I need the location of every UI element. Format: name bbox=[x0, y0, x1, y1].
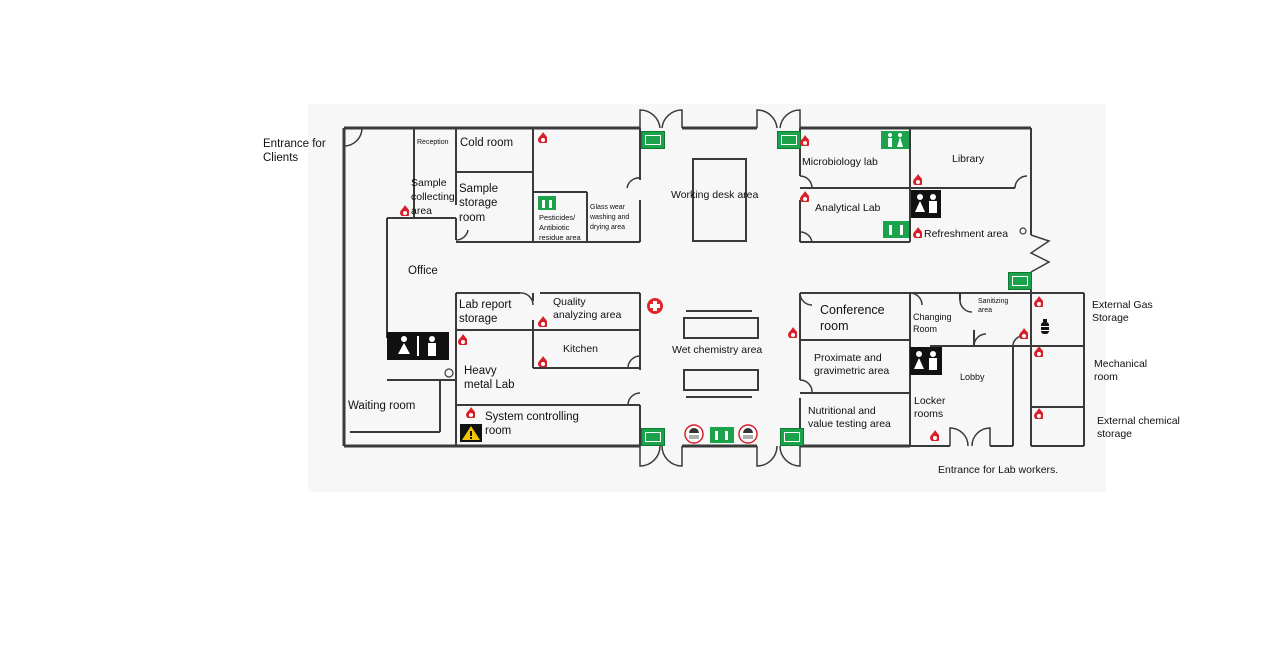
label-reception: Reception bbox=[417, 139, 449, 146]
label-sample-storage: Sample storage room bbox=[459, 183, 498, 224]
label-conference: Conference room bbox=[820, 303, 885, 333]
fire-extinguisher-icon bbox=[788, 327, 797, 338]
label-pesticides: Pesticides/ Antibiotic residue area bbox=[539, 213, 581, 243]
label-cold-room: Cold room bbox=[460, 137, 514, 149]
restroom-icon bbox=[710, 427, 734, 443]
emergency-exit-icon bbox=[1008, 272, 1032, 290]
fire-extinguisher-icon bbox=[913, 227, 922, 238]
fire-extinguisher-icon bbox=[458, 334, 467, 345]
label-wet-chemistry: Wet chemistry area bbox=[672, 344, 763, 356]
sink-fixture bbox=[1019, 227, 1027, 235]
fire-extinguisher-icon bbox=[466, 407, 475, 418]
fire-extinguisher-icon bbox=[800, 135, 809, 146]
fire-extinguisher-icon bbox=[538, 356, 547, 367]
label-external-chemical: External chemical storage bbox=[1097, 415, 1180, 441]
fire-extinguisher-icon bbox=[1034, 346, 1043, 357]
fire-extinguisher-icon bbox=[800, 191, 809, 202]
fire-extinguisher-icon bbox=[930, 430, 939, 441]
label-nutritional: Nutritional and value testing area bbox=[808, 405, 891, 431]
label-lab-report: Lab report storage bbox=[459, 299, 512, 326]
label-waiting: Waiting room bbox=[348, 400, 416, 412]
fire-extinguisher-icon bbox=[913, 174, 922, 185]
label-glass-wear: Glass wear washing and drying area bbox=[590, 204, 630, 232]
label-kitchen: Kitchen bbox=[563, 343, 599, 355]
door-swings bbox=[343, 109, 1051, 467]
label-working-desk: Working desk area bbox=[671, 189, 759, 201]
fire-extinguisher-icon bbox=[1034, 408, 1043, 419]
restroom-icon bbox=[881, 131, 909, 149]
emergency-exit-icon bbox=[780, 428, 804, 446]
label-external-gas: External Gas Storage bbox=[1092, 299, 1153, 325]
restroom-icon bbox=[910, 347, 942, 375]
fire-extinguisher-icon bbox=[400, 205, 409, 216]
fire-extinguisher-icon bbox=[538, 316, 547, 327]
safety-shower-icon bbox=[738, 424, 758, 444]
label-sample-collecting: Sample collecting area bbox=[411, 177, 455, 218]
label-analytical: Analytical Lab bbox=[815, 202, 881, 214]
label-sanitizing: Sanitizing area bbox=[978, 298, 1009, 315]
sink-fixture bbox=[444, 368, 454, 378]
restroom-icon bbox=[387, 332, 449, 360]
fire-extinguisher-icon bbox=[1034, 296, 1043, 307]
label-entrance-workers: Entrance for Lab workers. bbox=[938, 464, 1059, 476]
label-entrance-clients: Entrance for Clients bbox=[263, 138, 326, 165]
emergency-exit-icon bbox=[641, 428, 665, 446]
restroom-icon bbox=[538, 196, 556, 210]
safety-shower-icon bbox=[684, 424, 704, 444]
restroom-icon bbox=[883, 221, 909, 238]
gas-cylinder-icon bbox=[1041, 319, 1049, 334]
label-heavy-metal: Heavy metal Lab bbox=[464, 365, 515, 392]
hazard-warning-icon bbox=[460, 424, 482, 442]
label-quality: Quality analyzing area bbox=[553, 296, 622, 322]
label-office: Office bbox=[408, 265, 438, 277]
fire-extinguisher-icon bbox=[1019, 328, 1028, 339]
label-refreshment: Refreshment area bbox=[924, 228, 1009, 240]
label-mechanical: Mechanical room bbox=[1094, 358, 1148, 384]
label-locker: Locker rooms bbox=[914, 395, 946, 421]
label-changing: Changing Room bbox=[913, 312, 952, 335]
label-system-controlling: System controlling room bbox=[485, 411, 579, 438]
label-lobby: Lobby bbox=[960, 372, 985, 382]
emergency-exit-icon bbox=[641, 131, 665, 149]
first-aid-icon bbox=[647, 298, 663, 314]
label-proximate: Proximate and gravimetric area bbox=[814, 352, 890, 378]
label-library: Library bbox=[952, 153, 985, 165]
label-microbiology: Microbiology lab bbox=[802, 156, 878, 168]
restroom-icon bbox=[911, 190, 941, 218]
emergency-exit-icon bbox=[777, 131, 801, 149]
fire-extinguisher-icon bbox=[538, 132, 547, 143]
